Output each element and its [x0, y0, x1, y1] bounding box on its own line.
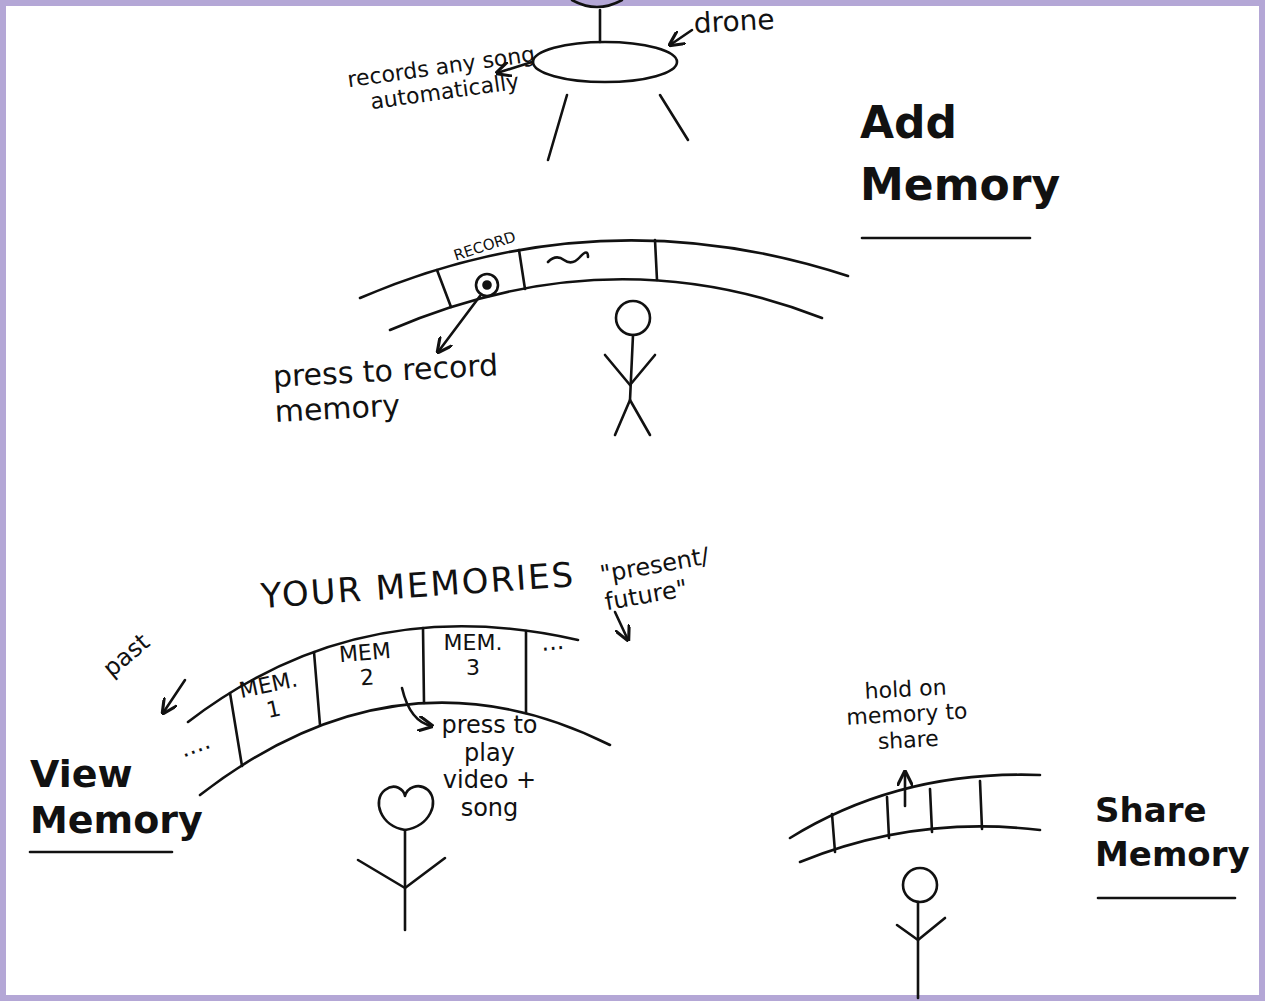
- leader-arrow: [163, 680, 185, 713]
- squiggle-mark: [548, 253, 588, 263]
- stick-figure-arms: [605, 355, 655, 385]
- stick-figure-arms: [897, 918, 945, 940]
- record-button: [476, 274, 498, 296]
- stick-figure-head: [379, 786, 433, 830]
- heading-underline: [30, 851, 172, 854]
- band-divider: [930, 789, 932, 832]
- band-divider: [655, 240, 657, 280]
- note-text: records any song automatically: [328, 39, 558, 120]
- leader-arrow: [438, 296, 480, 352]
- stick-figure-legs: [615, 400, 650, 435]
- ellipsis-mark: ...: [540, 627, 582, 658]
- heading-underline: [1098, 897, 1235, 900]
- band-divider: [832, 814, 835, 852]
- drone-cap: [572, 0, 622, 7]
- leader-arrow: [402, 688, 432, 726]
- band-edge: [390, 279, 822, 330]
- band-edge: [525, 631, 528, 713]
- heading-underline: [862, 237, 1030, 240]
- band-edge: [423, 628, 424, 703]
- stick-figure-arms: [358, 858, 445, 888]
- page-frame: [3, 3, 1262, 998]
- band-divider: [519, 250, 525, 289]
- callout-label: drone: [693, 2, 805, 40]
- band-divider: [980, 781, 982, 829]
- band-divider: [437, 270, 451, 307]
- memory-band: YOUR MEMORIESMEM. 1MEM 2MEM. 3: [180, 560, 620, 805]
- cell-text: RECORD: [440, 225, 531, 269]
- stick-figure-body: [404, 830, 407, 930]
- instruction-note: press to record memory: [272, 347, 515, 428]
- stick-figure-body: [630, 335, 633, 400]
- cell-text: MEM. 1: [235, 666, 306, 728]
- section-heading: View Memory: [30, 752, 205, 843]
- memory-cell: MEM. 3: [442, 630, 514, 692]
- leader-arrow: [904, 772, 907, 806]
- direction-label: past: [98, 617, 169, 683]
- drone-body: [533, 42, 677, 82]
- cell-text: MEM 2: [333, 637, 399, 693]
- instruction-note: hold on memory to share: [840, 673, 974, 756]
- ellipsis-mark: ....: [176, 721, 232, 764]
- section-heading: Add Memory: [860, 92, 1060, 215]
- band-edge: [230, 693, 242, 766]
- drone-stem: [599, 10, 602, 42]
- band-edge: [200, 703, 610, 795]
- stick-figure-head: [903, 868, 937, 902]
- leader-arrow: [615, 612, 628, 640]
- record-cell: RECORD: [440, 238, 530, 300]
- section-heading: Share Memory: [1095, 788, 1255, 876]
- band-edge: [790, 775, 1040, 838]
- direction-label: "present/ future": [598, 540, 731, 616]
- drone-beam: [660, 95, 688, 140]
- stick-figure-body: [917, 902, 920, 998]
- band-heading: YOUR MEMORIES: [227, 553, 609, 619]
- cell-text: MEM. 3: [442, 630, 504, 681]
- leader-arrow: [670, 30, 692, 45]
- band-edge: [314, 652, 320, 725]
- band-edge: [360, 240, 848, 298]
- stick-figure-head: [616, 301, 650, 335]
- band-edge: [800, 826, 1040, 862]
- memory-cell: MEM. 1: [240, 672, 306, 734]
- memory-cell: MEM 2: [335, 640, 407, 702]
- drone-beam: [548, 95, 567, 160]
- record-button-dot: [484, 282, 491, 289]
- instruction-note: press to play video + song: [432, 712, 547, 822]
- band-divider: [887, 797, 889, 838]
